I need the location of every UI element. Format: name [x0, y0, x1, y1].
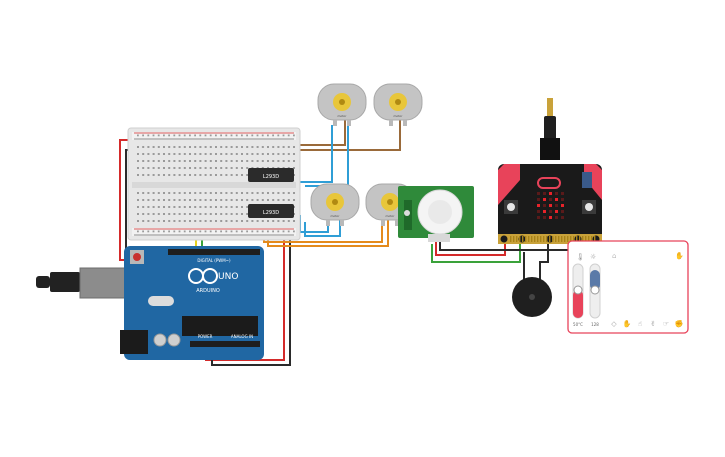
led — [543, 192, 546, 195]
led — [543, 198, 546, 201]
dc-motor[interactable]: motor — [317, 83, 367, 126]
home-icon: ⌂ — [612, 252, 616, 260]
led — [537, 198, 540, 201]
led — [537, 192, 540, 195]
sun-icon: ☼ — [590, 253, 596, 261]
temperature-slider[interactable]: 50°C — [572, 263, 584, 327]
arduino-model: UNO — [218, 272, 238, 282]
wire-green — [431, 244, 521, 263]
led — [543, 216, 546, 219]
wire-orange — [267, 220, 389, 247]
light-value: 128 — [591, 322, 599, 327]
led — [543, 204, 546, 207]
led — [555, 210, 558, 213]
led — [537, 204, 540, 207]
motor-label: motor — [385, 214, 395, 218]
shake-icon[interactable]: ✋ — [675, 251, 684, 260]
wire-brown — [300, 120, 346, 146]
led — [549, 198, 552, 201]
led — [555, 216, 558, 219]
piezo-buzzer[interactable] — [512, 277, 552, 317]
gesture-icon[interactable]: ✌ — [650, 320, 656, 328]
power-label: POWER — [198, 334, 213, 339]
gesture-icon[interactable]: ☞ — [663, 320, 669, 328]
led — [561, 192, 564, 195]
gesture-buttons: ◇ ✋ ☝ ✌ ☞ ✊ — [611, 319, 683, 328]
analog-label: ANALOG IN — [231, 334, 253, 339]
motor-label: motor — [337, 114, 347, 118]
microbit-led-matrix — [537, 192, 564, 219]
simulator-panel[interactable]: 50°C 128 ⌂ ✋ 🌡 ☼ ◇ ✋ ☝ ✌ ☞ ✊ — [567, 240, 689, 334]
arduino-uno-board[interactable]: UNO ARDUINO DIGITAL (PWM~) POWER ANALOG … — [36, 246, 264, 360]
gesture-icon[interactable]: ☝ — [638, 320, 642, 328]
light-slider[interactable]: 128 — [589, 263, 601, 327]
driver-label: L293D — [263, 174, 279, 180]
breadboard[interactable] — [127, 127, 301, 241]
arduino-brand: ARDUINO — [196, 288, 220, 294]
led — [561, 210, 564, 213]
driver-label: L293D — [263, 210, 279, 216]
led — [549, 210, 552, 213]
wire-blue — [305, 125, 349, 187]
temperature-value: 50°C — [573, 322, 583, 327]
wire-blue — [304, 220, 341, 237]
dc-motor[interactable]: motor — [310, 183, 360, 226]
led — [543, 210, 546, 213]
button-b-cap[interactable] — [585, 203, 593, 211]
digital-label: DIGITAL (PWM~) — [197, 258, 231, 263]
gesture-icon[interactable]: ✋ — [623, 319, 632, 328]
button-a-cap[interactable] — [507, 203, 515, 211]
led — [537, 210, 540, 213]
led — [561, 216, 564, 219]
wire-brown — [300, 120, 401, 151]
gesture-icon[interactable]: ◇ — [611, 320, 617, 328]
led — [561, 198, 564, 201]
wire-black — [539, 244, 549, 285]
led — [549, 204, 552, 207]
led — [537, 216, 540, 219]
gesture-icon[interactable]: ✊ — [675, 319, 684, 328]
wire-red — [435, 242, 506, 256]
microbit-board[interactable] — [498, 98, 602, 244]
led — [555, 204, 558, 207]
dc-motor[interactable]: motor — [373, 83, 423, 126]
motor-driver-chip[interactable]: L293D — [248, 204, 294, 218]
led — [555, 192, 558, 195]
motor-driver-chip[interactable]: L293D — [248, 168, 294, 182]
led — [549, 216, 552, 219]
led — [561, 204, 564, 207]
led — [549, 192, 552, 195]
motor-label: motor — [393, 114, 403, 118]
motor-label: motor — [330, 214, 340, 218]
led — [555, 198, 558, 201]
wire-blue — [300, 125, 333, 183]
pir-motion-sensor[interactable] — [398, 186, 474, 242]
thermometer-icon: 🌡 — [576, 253, 585, 261]
